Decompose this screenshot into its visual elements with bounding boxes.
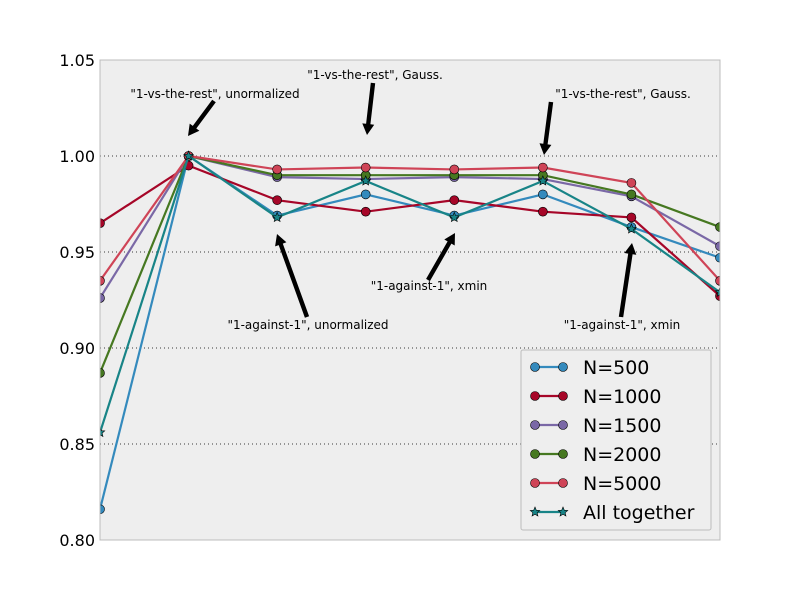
annotation-arrow [426,233,455,282]
arrow-shape [426,233,455,282]
legend-marker [530,478,540,488]
data-point [271,211,283,223]
data-point [449,164,460,175]
data-point [360,189,371,200]
data-point [715,276,720,286]
data-point [183,150,195,161]
series-n-1000 [100,160,720,301]
data-point [360,206,371,217]
annotation-arrow [188,99,216,136]
annotation-arrow [618,243,637,318]
data-point [715,241,720,252]
legend-item: N=1500 [530,415,662,437]
legend-marker [557,506,569,517]
arrow-shape [618,243,637,318]
series-line [100,164,720,297]
data-point [538,206,548,217]
series-line [100,154,720,433]
annotation-arrow [275,234,310,318]
legend-item: N=2000 [530,444,662,466]
legend-item: N=5000 [530,473,662,495]
arrow-shape [539,101,554,155]
y-tick-label: 1.05 [59,51,95,70]
y-tick-label: 0.95 [59,243,95,262]
data-point [100,368,105,378]
annotation-label: "1-vs-the-rest", Gauss. [307,68,443,82]
data-point [448,211,460,223]
data-point [100,218,105,228]
legend-label: N=1500 [583,415,662,437]
arrow-shape [362,82,376,135]
legend-label: N=1000 [583,386,662,408]
legend-box [520,349,712,531]
legend-marker [558,420,568,430]
data-point [272,164,282,175]
data-point [360,162,371,173]
annotation-arrow [539,101,554,155]
y-tick-label: 0.85 [59,435,95,454]
data-point [626,212,637,223]
data-point [537,175,549,186]
data-point [625,223,637,234]
arrow-shape [275,234,310,318]
y-tick-label: 1.00 [59,147,95,166]
legend-label: N=5000 [583,473,662,495]
legend-label: N=2000 [583,444,662,466]
legend-marker [558,391,568,401]
legend-marker [530,449,540,459]
data-point [360,175,372,186]
legend-marker [529,506,541,517]
data-point [100,504,105,515]
series-line [100,154,720,282]
series-all-together [100,150,720,438]
legend-label: N=500 [583,357,649,379]
annotation-label: "1-against-1", unormalized [227,318,388,332]
data-point [714,286,720,298]
annotation-label: "1-against-1", xmin [371,279,488,293]
data-point [715,222,720,232]
arrow-shape [188,99,216,136]
data-point [449,195,460,205]
legend-marker [558,449,568,459]
legend-item: N=1000 [530,386,662,408]
series-n-5000 [100,151,720,286]
data-point [272,195,282,205]
data-point [626,189,637,200]
legend-label: All together [583,502,695,524]
legend-marker [558,478,568,488]
legend-marker [530,420,540,430]
data-point [538,162,548,173]
legend-item: N=500 [530,357,649,379]
annotation-label: "1-against-1", xmin [564,318,681,332]
data-point [538,189,548,200]
y-tick-label: 0.90 [59,339,95,358]
annotation-label: "1-vs-the-rest", unormalized [130,87,299,101]
plot-series-group [100,150,720,515]
data-point [100,293,105,303]
data-point [626,178,637,188]
data-point [100,276,105,286]
legend-marker [530,362,540,372]
data-point [100,426,106,438]
annotation-label: "1-vs-the-rest", Gauss. [555,87,691,101]
annotation-arrow [362,82,376,135]
legend-marker [530,391,540,401]
axes-border [99,59,721,541]
legend-marker [558,362,568,372]
legend-item: All together [529,502,695,524]
data-point [715,252,720,263]
y-tick-label: 0.80 [59,531,95,550]
